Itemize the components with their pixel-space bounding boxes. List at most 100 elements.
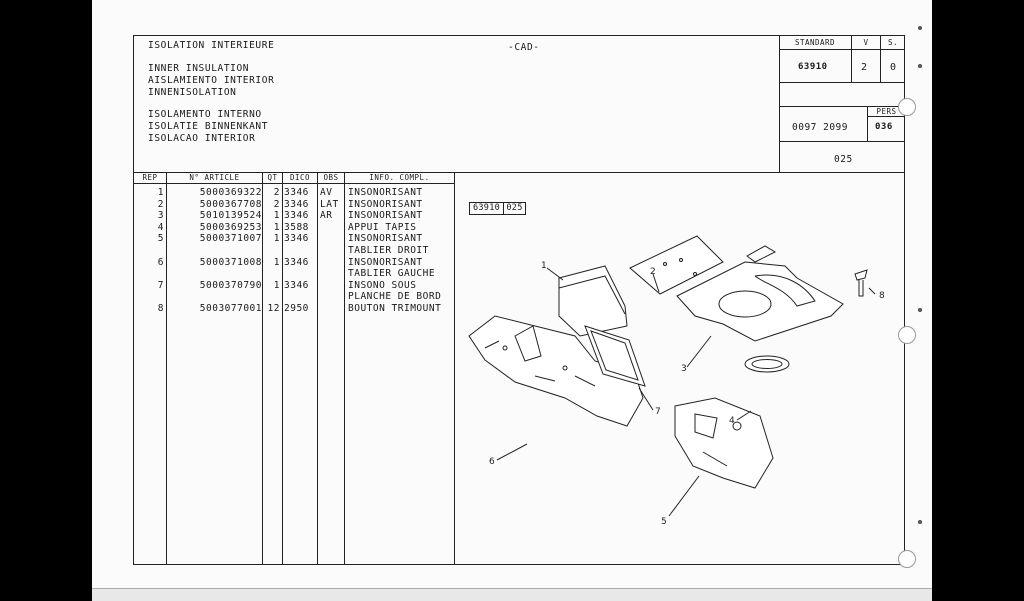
cell-rep: 6 <box>157 256 164 268</box>
binder-hole <box>898 326 916 344</box>
title-en: INNER INSULATION <box>148 63 250 74</box>
cell-info: PLANCHE DE BORD <box>348 291 442 303</box>
cell-info: INSONORISANT <box>348 198 423 210</box>
col-header-qt: QT <box>267 173 278 182</box>
part-8-trimount-button <box>854 269 868 297</box>
margin-mark <box>918 308 922 312</box>
col-header-obs: OBS <box>323 173 339 182</box>
pers-label: PERS <box>876 107 897 116</box>
cell-info: INSONORISANT <box>348 256 423 268</box>
col-header-dico: DICO <box>289 173 311 182</box>
number-range: 0097 2099 <box>792 122 848 133</box>
v-label: V <box>863 38 869 47</box>
v-value: 2 <box>861 62 868 73</box>
cell-dico: 3346 <box>284 233 309 245</box>
title-it: ISOLAMENTO INTERNO <box>148 109 262 120</box>
col-header-rep: REP <box>142 173 158 182</box>
callout-7: 7 <box>655 407 661 417</box>
cell-qt: 1 <box>273 279 280 291</box>
table-header-underline <box>134 183 454 184</box>
title-nl: ISOLATIE BINNENKANT <box>148 121 269 132</box>
cell-article: 5000367708 <box>199 198 262 210</box>
cell-qt: 1 <box>273 256 280 268</box>
s-label: S. <box>887 38 899 47</box>
callout-4: 4 <box>729 416 735 426</box>
s-value: 0 <box>890 62 897 73</box>
cell-rep: 7 <box>157 279 164 291</box>
drawing-ref-page: 025 <box>503 202 526 215</box>
cell-dico: 3346 <box>284 198 309 210</box>
cell-dico: 3346 <box>284 279 309 291</box>
cell-article: 5010139524 <box>199 210 262 222</box>
binder-hole <box>898 550 916 568</box>
header-box-divider <box>779 36 780 172</box>
cell-dico: 2950 <box>284 303 309 314</box>
margin-mark <box>918 520 922 524</box>
cell-obs: LAT <box>320 198 339 210</box>
part-4-carpet-support <box>744 355 790 373</box>
table-drawing-divider <box>454 172 455 564</box>
cell-article: 5000371007 <box>199 233 262 245</box>
callout-8: 8 <box>879 291 885 301</box>
cell-info: TABLIER DROIT <box>348 245 429 256</box>
col-header-article: N° ARTICLE <box>189 173 240 182</box>
pers-value: 036 <box>875 122 893 132</box>
cell-qt: 2 <box>273 198 280 210</box>
callout-2: 2 <box>650 267 656 277</box>
scan-bottom-edge <box>92 588 932 601</box>
part-2-side-insulator <box>629 235 724 295</box>
cell-rep: 4 <box>157 221 164 233</box>
part-1-front-insulator <box>558 265 628 337</box>
title-pt: ISOLACAO INTERIOR <box>148 133 256 144</box>
cell-rep: 3 <box>157 210 164 222</box>
margin-mark <box>918 64 922 68</box>
standard-value: 63910 <box>798 62 828 72</box>
cell-info: APPUI TAPIS <box>348 221 417 233</box>
part-5-right-apron-insulator <box>674 397 774 489</box>
margin-mark <box>918 26 922 30</box>
cell-rep: 2 <box>157 198 164 210</box>
callout-3: 3 <box>681 364 687 374</box>
cell-article: 5000371008 <box>199 256 262 268</box>
title-fr: ISOLATION INTERIEURE <box>148 40 275 51</box>
cell-dico: 3346 <box>284 187 309 198</box>
cell-obs: AV <box>320 187 333 198</box>
cell-dico: 3588 <box>284 221 309 233</box>
cell-article: 5003077001 <box>199 303 262 314</box>
cell-qt: 2 <box>273 187 280 198</box>
part-6-left-apron-insulator <box>468 315 644 427</box>
callout-1: 1 <box>541 261 547 271</box>
cell-qt: 1 <box>273 233 280 245</box>
cell-info: INSONORISANT <box>348 187 423 198</box>
binder-hole <box>898 98 916 116</box>
cell-dico: 3346 <box>284 256 309 268</box>
cell-info: TABLIER GAUCHE <box>348 268 436 280</box>
cell-obs: AR <box>320 210 333 222</box>
cell-info: INSONORISANT <box>348 233 423 245</box>
standard-label: STANDARD <box>794 38 836 47</box>
title-separator <box>134 172 904 173</box>
cell-info: INSONORISANT <box>348 210 423 222</box>
callout-6: 6 <box>489 457 495 467</box>
cell-qt: 12 <box>267 303 280 314</box>
cell-qt: 1 <box>273 221 280 233</box>
center-label: -CAD- <box>508 42 540 53</box>
document-page: ISOLATION INTERIEURE INNER INSULATION AI… <box>92 0 932 600</box>
col-header-info: INFO. COMPL. <box>369 173 430 182</box>
part-7-dashboard-insulator <box>584 325 646 387</box>
parts-sheet: ISOLATION INTERIEURE INNER INSULATION AI… <box>133 35 905 565</box>
page-number: 025 <box>834 154 853 165</box>
cell-article: 5000369322 <box>199 187 262 198</box>
cell-rep: 1 <box>157 187 164 198</box>
callout-5: 5 <box>661 517 667 527</box>
cell-article: 5000369253 <box>199 221 262 233</box>
part-3-rear-insulator <box>676 245 844 342</box>
exploded-parts-drawing: 1 2 3 4 5 6 7 8 <box>468 235 885 527</box>
title-es: AISLAMIENTO INTERIOR <box>148 75 275 86</box>
cell-rep: 8 <box>157 303 164 314</box>
cell-info: BOUTON TRIMOUNT <box>348 303 442 314</box>
title-de: INNENISOLATION <box>148 87 237 98</box>
cell-rep: 5 <box>157 233 164 245</box>
cell-info: INSONO SOUS <box>348 279 417 291</box>
cell-dico: 3346 <box>284 210 309 222</box>
